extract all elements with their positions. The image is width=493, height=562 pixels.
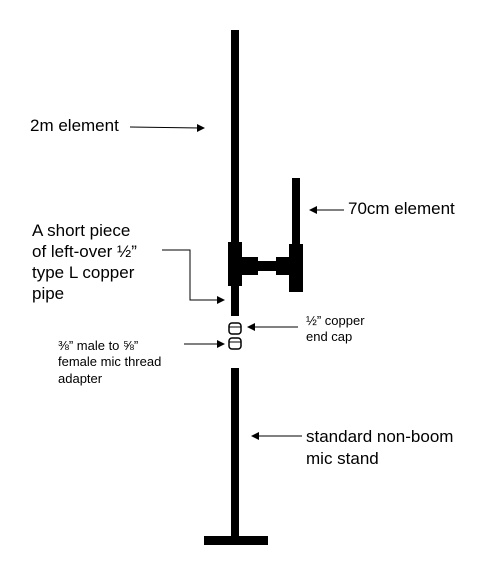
mic-stand-arrowhead (251, 432, 259, 440)
copper-pipe-sleeve (228, 242, 242, 286)
adapter-arrowhead (217, 340, 225, 348)
end-cap-label-line-1: ½” copper (306, 313, 365, 328)
mic-stand-label-line-2: mic stand (306, 449, 379, 468)
adapter-label-line-1: ⅜” male to ⅝” (58, 338, 139, 353)
seventy-cm-sleeve (289, 244, 303, 292)
seventy-cm-element-label: 70cm element (348, 199, 455, 218)
end-cap-label-line-2: end cap (306, 329, 353, 345)
adapter-label: ⅜” male to ⅝” female mic thread adapter (58, 338, 161, 387)
seventy-cm-element-arrowhead (309, 206, 317, 214)
mic-stand-pole (231, 368, 239, 540)
mic-stand-label: standard non-boom mic stand (306, 426, 453, 470)
horizontal-connector (240, 261, 294, 271)
two-m-element-arrowhead (197, 124, 205, 132)
two-m-element-rod (231, 30, 239, 316)
copper-pipe-label-line-2: of left-over ½” (32, 242, 137, 261)
adapter-label-line-2: female mic thread (58, 354, 162, 370)
copper-end-cap (228, 322, 242, 335)
copper-pipe-label-line-3: type L copper (32, 263, 135, 282)
end-cap-label: ½” copper end cap (306, 313, 365, 346)
copper-pipe-arrow (162, 249, 220, 301)
mic-stand-base (204, 536, 268, 545)
end-cap-arrowhead (247, 323, 255, 331)
two-m-element-label: 2m element (30, 116, 119, 135)
mic-thread-adapter (228, 337, 242, 350)
adapter-label-line-3: adapter (58, 370, 103, 386)
copper-pipe-label-line-1: A short piece (32, 221, 131, 240)
seventy-cm-element-rod (292, 178, 300, 284)
mic-stand-label-line-1: standard non-boom (306, 427, 454, 446)
copper-pipe-arrowhead (217, 296, 225, 304)
copper-pipe-label-line-4: pipe (32, 284, 65, 303)
two-m-element-arrow (129, 126, 201, 129)
copper-pipe-label: A short piece of left-over ½” type L cop… (32, 220, 137, 304)
connector-coupling-left (240, 257, 258, 275)
